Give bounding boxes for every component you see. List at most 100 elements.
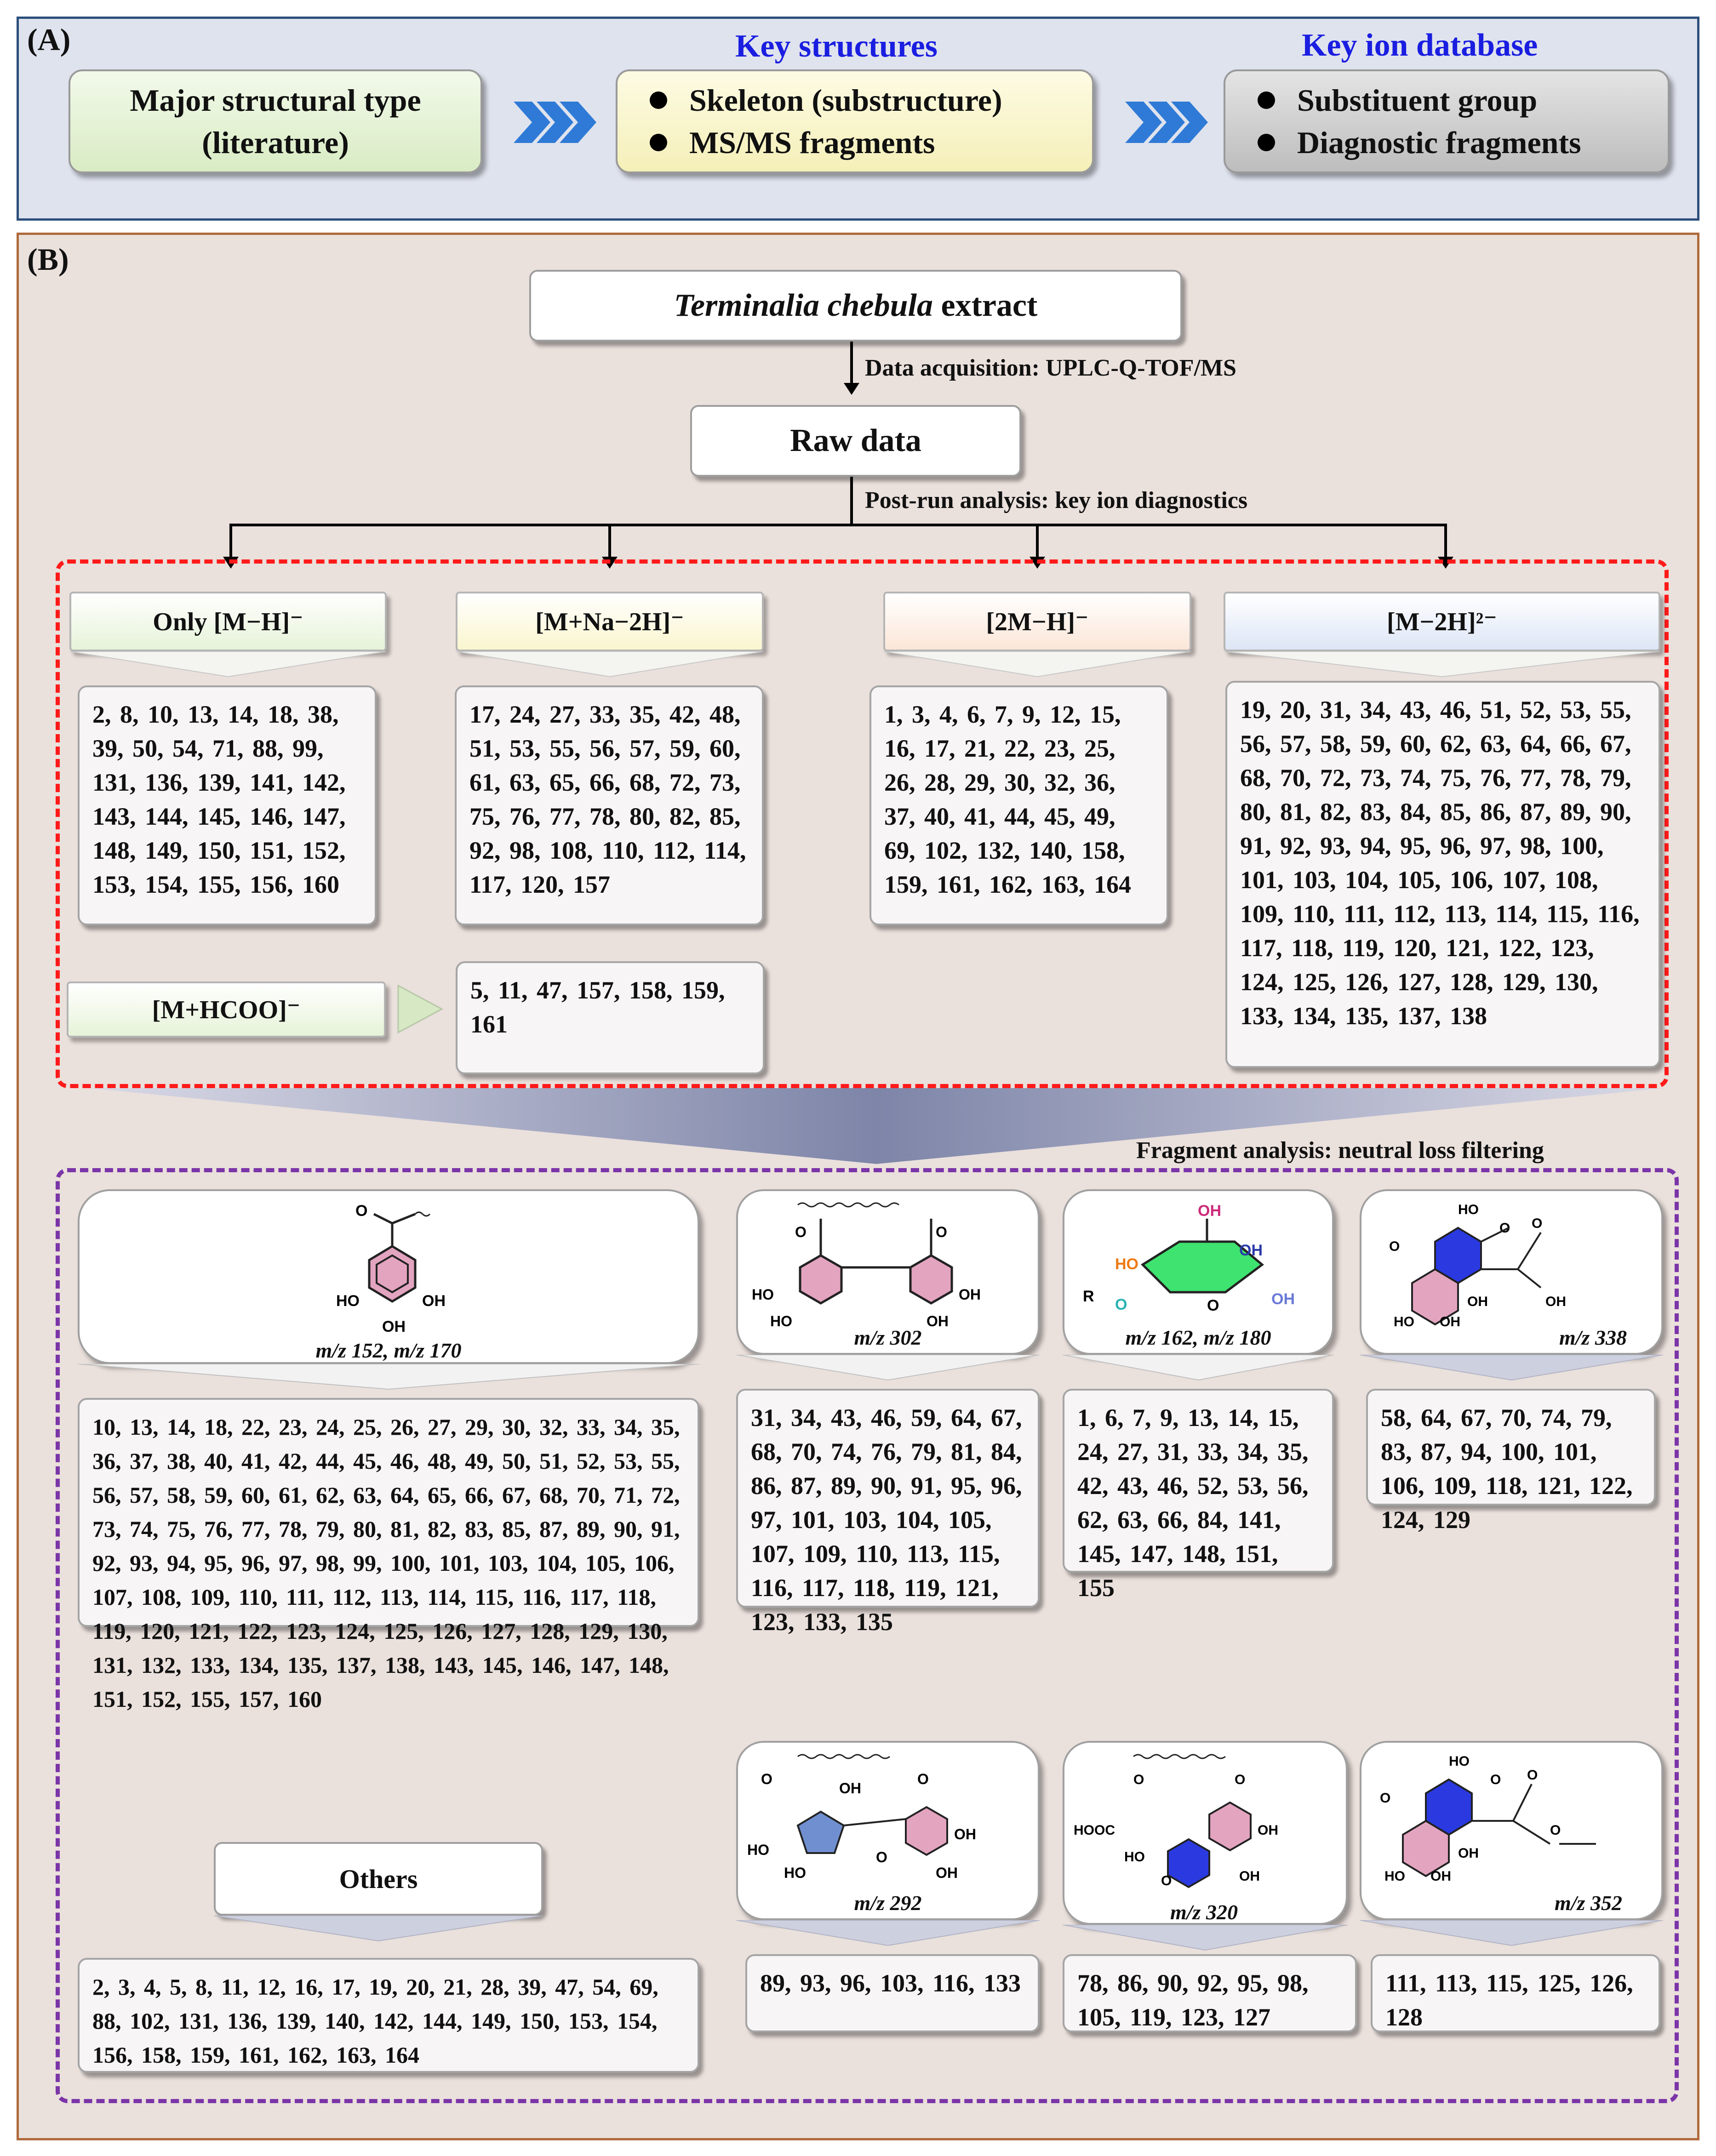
svg-text:HO: HO — [1124, 1849, 1145, 1865]
structure-wedge — [1360, 1355, 1663, 1381]
others-compounds: 2, 3, 4, 5, 8, 11, 12, 16, 17, 19, 20, 2… — [78, 1958, 699, 2073]
svg-text:OH: OH — [1458, 1846, 1479, 1861]
panel-b: (B) Terminalia chebula extract Data acqu… — [17, 233, 1699, 2140]
ion-compounds-m-h: 2, 8, 10, 13, 14, 18, 38, 39, 50, 54, 71… — [78, 685, 377, 925]
svg-text:O: O — [1550, 1823, 1561, 1838]
svg-text:O: O — [1527, 1768, 1538, 1783]
structure-352-compounds: 111, 113, 115, 125, 126, 128 — [1371, 1954, 1660, 2032]
svg-text:HOOC: HOOC — [1074, 1823, 1115, 1838]
svg-text:HO: HO — [770, 1313, 792, 1329]
svg-text:OH: OH — [1467, 1294, 1488, 1309]
svg-text:OH: OH — [1239, 1869, 1260, 1884]
glucose-caption: m/z 162, m/z 180 — [1125, 1326, 1271, 1349]
bullet-icon — [650, 91, 667, 109]
svg-text:O: O — [1207, 1297, 1219, 1314]
arrow-chevron-2 — [1125, 97, 1208, 150]
branch-line — [229, 524, 1447, 526]
structure-wedge — [1360, 1920, 1663, 1946]
substituent-item: Substituent group — [1297, 83, 1538, 118]
structure-wedge — [1063, 1355, 1334, 1381]
branch-drop — [229, 524, 232, 560]
extract-suffix: extract — [932, 288, 1038, 323]
chebuloyl-338-caption: m/z 338 — [1559, 1326, 1627, 1349]
svg-text:HO: HO — [752, 1286, 774, 1303]
key-structures-box: Skeleton (substructure) MS/MS fragments — [616, 69, 1094, 173]
connector-line — [850, 477, 853, 526]
svg-text:OH: OH — [959, 1286, 981, 1303]
post-run-label: Post-run analysis: key ion diagnostics — [865, 487, 1248, 513]
svg-text:OH: OH — [1271, 1290, 1295, 1308]
chebuloyl-338-compounds: 58, 64, 67, 70, 74, 79, 83, 87, 94, 100,… — [1366, 1389, 1656, 1534]
svg-text:OH: OH — [1545, 1294, 1566, 1309]
structure-wedge — [1063, 1925, 1348, 1951]
key-structures-heading: Key structures — [735, 29, 938, 64]
structure-352-caption: m/z 352 — [1555, 1891, 1622, 1915]
svg-text:O: O — [1133, 1772, 1144, 1787]
structure-wedge — [736, 1355, 1040, 1381]
structure-wedge — [78, 1364, 699, 1390]
raw-data-box: Raw data — [690, 405, 1021, 477]
box1-line1: Major structural type — [130, 83, 421, 118]
svg-text:R: R — [1083, 1288, 1094, 1305]
header-wedge — [1224, 651, 1660, 678]
ion-header-m-hcoo: [M+HCOO]⁻ — [67, 981, 386, 1038]
glucose-structure-icon: OH HO OH R O O OH — [1083, 1202, 1295, 1314]
branch-drop — [1036, 524, 1039, 560]
msms-item: MS/MS fragments — [689, 125, 935, 160]
svg-text:O: O — [1490, 1772, 1501, 1787]
header-wedge — [883, 651, 1191, 678]
header-wedge — [69, 651, 387, 678]
funnel-arrow — [88, 1088, 1665, 1164]
hhdp-caption: m/z 302 — [854, 1326, 922, 1349]
svg-text:OH: OH — [954, 1826, 976, 1842]
bullet-icon — [650, 134, 667, 151]
ion-compounds-m-hcoo: 5, 11, 47, 157, 158, 159, 161 — [456, 961, 765, 1074]
svg-text:OH: OH — [382, 1318, 406, 1335]
svg-text:O: O — [355, 1202, 367, 1220]
bullet-icon — [1258, 91, 1275, 109]
svg-text:O: O — [1532, 1216, 1542, 1231]
ion-header-2m-h: [2M−H]⁻ — [883, 592, 1191, 651]
skeleton-item: Skeleton (substructure) — [689, 83, 1002, 118]
galloyl-structure-box: O HO OH OH m/z 152, m/z 170 — [78, 1189, 699, 1364]
svg-text:HO: HO — [1449, 1754, 1470, 1769]
svg-text:HO: HO — [784, 1865, 806, 1881]
panel-b-label: (B) — [27, 242, 69, 277]
svg-text:HO: HO — [1394, 1314, 1414, 1329]
panel-a-label: (A) — [27, 22, 71, 57]
header-wedge — [456, 651, 764, 678]
svg-text:O: O — [1380, 1791, 1390, 1806]
svg-text:OH: OH — [1198, 1202, 1221, 1220]
svg-text:O: O — [1389, 1239, 1400, 1254]
panel-a: (A) Major structural type (literature) K… — [17, 17, 1699, 221]
svg-text:OH: OH — [927, 1313, 949, 1329]
data-acquisition-label: Data acquisition: UPLC-Q-TOF/MS — [865, 355, 1236, 381]
ion-header-m-h: Only [M−H]⁻ — [69, 592, 387, 651]
hhdp-compounds: 31, 34, 43, 46, 59, 64, 67, 68, 70, 74, … — [736, 1389, 1040, 1636]
svg-text:OH: OH — [1239, 1242, 1263, 1259]
svg-text:O: O — [917, 1771, 929, 1787]
structure-292-caption: m/z 292 — [854, 1891, 922, 1915]
structure-wedge — [214, 1916, 543, 1942]
svg-text:OH: OH — [839, 1780, 861, 1797]
ion-compounds-m-2h: 19, 20, 31, 34, 43, 46, 51, 52, 53, 55, … — [1225, 681, 1660, 1068]
galloyl-caption: m/z 152, m/z 170 — [315, 1339, 462, 1362]
major-structural-type-box: Major structural type (literature) — [69, 69, 482, 173]
ion-header-m-na-2h: [M+Na−2H]⁻ — [456, 592, 764, 651]
structure-320-caption: m/z 320 — [1170, 1900, 1238, 1924]
svg-text:OH: OH — [422, 1292, 446, 1310]
structure-292-compounds: 89, 93, 96, 103, 116, 133 — [745, 1954, 1040, 2032]
svg-text:OH: OH — [936, 1865, 958, 1881]
hcoo-arrow — [397, 984, 444, 1034]
svg-text:O: O — [795, 1224, 807, 1240]
others-box: Others — [214, 1842, 543, 1916]
bullet-icon — [1258, 134, 1275, 151]
